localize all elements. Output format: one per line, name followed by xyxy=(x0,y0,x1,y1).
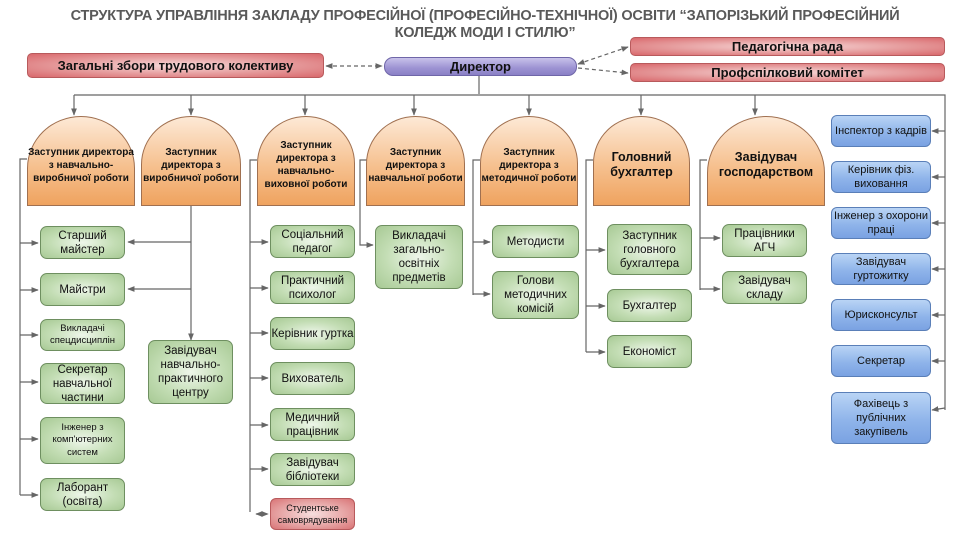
child-librarian: Завідувач бібліотеки xyxy=(270,453,355,486)
child-lab-assistant: Лаборант (освіта) xyxy=(40,478,125,511)
child-accountant: Бухгалтер xyxy=(607,289,692,322)
child-student-government: Студентське самоврядування xyxy=(270,498,355,530)
child-educator: Вихователь xyxy=(270,362,355,395)
staff-safety-engineer: Інженер з охорони праці xyxy=(831,207,931,239)
trade-union-box: Профспілковий комітет xyxy=(630,63,945,82)
child-psychologist: Практичний психолог xyxy=(270,271,355,304)
child-practical-center-head: Завідувач навчально-практичного центру xyxy=(148,340,233,404)
pedagogical-council-box: Педагогічна рада xyxy=(630,37,945,56)
deputy-industrial-training: Заступник директора з навчально-виробнич… xyxy=(27,116,135,206)
staff-secretary: Секретар xyxy=(831,345,931,377)
staff-legal-adviser: Юрисконсульт xyxy=(831,299,931,331)
child-agch-workers: Працівники АГЧ xyxy=(722,224,807,257)
staff-procurement-specialist: Фахівець з публічних закупівель xyxy=(831,392,931,444)
staff-pe-head: Керівник фіз. виховання xyxy=(831,161,931,193)
child-general-teachers: Викладачі загально-освітніх предметів xyxy=(375,225,463,289)
child-club-leader: Керівник гуртка xyxy=(270,317,355,350)
child-computer-engineer: Інженер з комп'ютерних систем xyxy=(40,417,125,464)
page-title: СТРУКТУРА УПРАВЛІННЯ ЗАКЛАДУ ПРОФЕСІЙНОЇ… xyxy=(70,8,900,41)
deputy-methodical: Заступник директора з методичної роботи xyxy=(480,116,578,206)
deputy-educational-upbringing: Заступник директора з навчально-виховної… xyxy=(257,116,355,206)
deputy-production: Заступник директора з виробничої роботи xyxy=(141,116,241,206)
child-economist: Економіст xyxy=(607,335,692,368)
child-methodists: Методисти xyxy=(492,225,579,258)
general-meeting-box: Загальні збори трудового колективу xyxy=(27,53,324,78)
child-medical-worker: Медичний працівник xyxy=(270,408,355,441)
child-senior-master: Старший майстер xyxy=(40,226,125,259)
staff-dormitory-head: Завідувач гуртожитку xyxy=(831,253,931,285)
child-social-pedagogue: Соціальний педагог xyxy=(270,225,355,258)
chief-accountant: Головний бухгалтер xyxy=(593,116,690,206)
staff-hr-inspector: Інспектор з кадрів xyxy=(831,115,931,147)
deputy-academic: Заступник директора з навчальної роботи xyxy=(366,116,465,206)
child-special-teachers: Викладачі спецдисциплін xyxy=(40,319,125,351)
child-masters: Майстри xyxy=(40,273,125,306)
child-deputy-accountant: Заступник головного бухгалтера xyxy=(607,224,692,275)
head-of-household: Завідувач господарством xyxy=(707,116,825,206)
child-academic-secretary: Секретар навчальної частини xyxy=(40,363,125,404)
child-methodical-heads: Голови методичних комісій xyxy=(492,271,579,319)
director-box: Директор xyxy=(384,57,577,76)
child-warehouse-head: Завідувач складу xyxy=(722,271,807,304)
